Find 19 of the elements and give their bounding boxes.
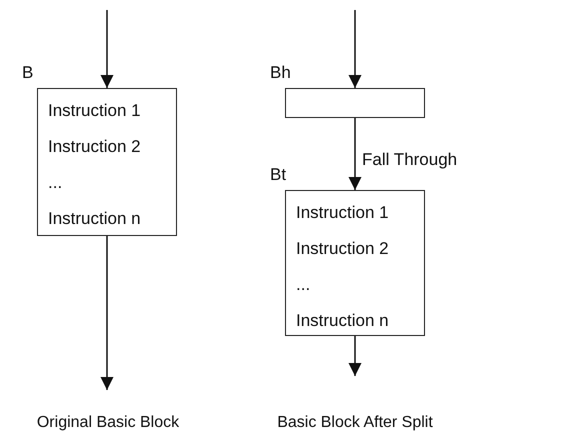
block-name: Bh [270, 63, 291, 83]
instruction-text: Instruction 2 [296, 238, 390, 260]
caption: Basic Block After Split [277, 414, 433, 432]
block-name: Bt [270, 165, 286, 185]
instruction-text: Instruction 1 [296, 202, 390, 224]
arrow [100, 10, 114, 88]
instruction-text: Instruction 2 [48, 136, 142, 158]
arrow [100, 236, 114, 390]
instruction-text: Instruction n [296, 310, 390, 332]
block-name: B [22, 63, 34, 83]
instruction-text: ... [48, 172, 64, 194]
instruction-text: Instruction 1 [48, 100, 142, 122]
caption: Original Basic Block [36, 414, 180, 432]
arrow [348, 118, 362, 190]
arrow [348, 336, 362, 376]
instruction-text: Instruction n [48, 208, 142, 230]
instruction-text: ... [296, 274, 312, 296]
edge-label: Fall Through [362, 150, 458, 170]
arrow [348, 10, 362, 88]
